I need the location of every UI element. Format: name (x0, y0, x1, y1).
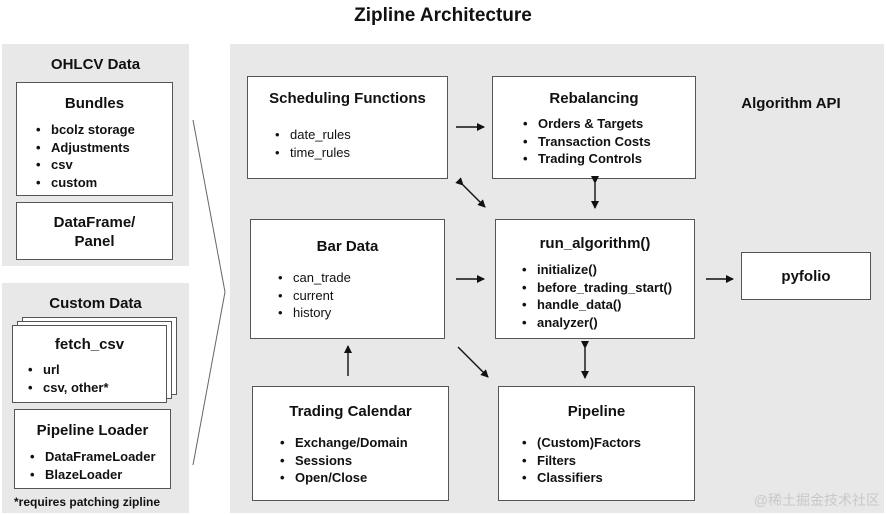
list-item: Classifiers (522, 469, 641, 487)
bar-data-title: Bar Data (316, 238, 379, 255)
list-item: bcolz storage (36, 121, 135, 139)
pipeline-loader-list: DataFrameLoader BlazeLoader (25, 448, 156, 484)
pipeline-title: Pipeline (567, 403, 626, 420)
watermark: @稀土掘金技术社区 (753, 492, 880, 508)
list-item: Sessions (280, 452, 408, 470)
list-item: handle_data() (522, 296, 672, 314)
list-item: Trading Controls (523, 150, 651, 168)
list-item: date_rules (275, 126, 351, 144)
list-item: url (28, 361, 109, 379)
rebalancing-box: Rebalancing Orders & Targets Transaction… (492, 76, 696, 179)
run-algorithm-list: initialize() before_trading_start() hand… (517, 261, 672, 331)
bundles-title: Bundles (64, 95, 125, 112)
list-item: Filters (522, 452, 641, 470)
run-algorithm-box: run_algorithm() initialize() before_trad… (495, 219, 695, 339)
list-item: DataFrameLoader (30, 448, 155, 466)
pipeline-box: Pipeline (Custom)Factors Filters Classif… (498, 386, 695, 501)
pipeline-loader-title: Pipeline Loader (36, 422, 149, 439)
custom-data-heading: Custom Data (49, 295, 142, 312)
pipeline-loader-box: Pipeline Loader DataFrameLoader BlazeLoa… (14, 409, 171, 489)
list-item: custom (36, 174, 135, 192)
bar-data-list: can_trade current history (273, 269, 351, 322)
footnote: *requires patching zipline (14, 495, 161, 509)
list-item: (Custom)Factors (522, 434, 641, 452)
list-item: Exchange/Domain (280, 434, 408, 452)
list-item: history (278, 304, 351, 322)
pyfolio-box: pyfolio (741, 252, 871, 300)
ohlcv-data-panel: OHLCV Data Bundles bcolz storage Adjustm… (2, 44, 189, 266)
rebalancing-title: Rebalancing (549, 90, 639, 107)
pipeline-list: (Custom)Factors Filters Classifiers (517, 434, 641, 487)
arrow-scheduling-run-algorithm (455, 177, 486, 208)
fetch-csv-list: url csv, other* (23, 361, 109, 397)
scheduling-functions-box: Scheduling Functions date_rules time_rul… (247, 76, 448, 179)
diagram-title: Zipline Architecture (354, 5, 532, 26)
list-item: Transaction Costs (523, 133, 651, 151)
fetch-csv-title: fetch_csv (54, 336, 125, 353)
dataframe-panel-line1: DataFrame/ (53, 214, 136, 231)
arrow-bar-data-to-pipeline (457, 346, 489, 378)
list-item: current (278, 287, 351, 305)
trading-calendar-title: Trading Calendar (289, 403, 412, 420)
list-item: csv, other* (28, 379, 108, 397)
list-item: BlazeLoader (30, 466, 156, 484)
trading-calendar-box: Trading Calendar Exchange/Domain Session… (252, 386, 449, 501)
ohlcv-data-heading: OHLCV Data (50, 56, 141, 73)
bar-data-box: Bar Data can_trade current history (250, 219, 445, 339)
dataframe-panel-line2: Panel (74, 233, 115, 250)
dataframe-panel-box: DataFrame/ Panel (16, 202, 173, 260)
bundles-list: bcolz storage Adjustments csv custom (31, 121, 135, 191)
list-item: Orders & Targets (523, 115, 651, 133)
fetch-csv-box: fetch_csv url csv, other* (12, 325, 167, 403)
funnel-line-bottom (192, 291, 226, 466)
trading-calendar-list: Exchange/Domain Sessions Open/Close (275, 434, 408, 487)
list-item: can_trade (278, 269, 351, 287)
scheduling-functions-list: date_rules time_rules (270, 126, 351, 161)
list-item: analyzer() (522, 314, 672, 332)
pyfolio-title: pyfolio (781, 268, 831, 285)
rebalancing-list: Orders & Targets Transaction Costs Tradi… (518, 115, 651, 168)
list-item: csv (36, 156, 135, 174)
custom-data-panel: Custom Data fetch_csv url csv, other* Pi… (2, 283, 189, 513)
algorithm-api-heading: Algorithm API (741, 95, 841, 112)
funnel-line-top (192, 119, 226, 293)
scheduling-functions-title: Scheduling Functions (269, 90, 426, 107)
list-item: Open/Close (280, 469, 408, 487)
run-algorithm-title: run_algorithm() (539, 235, 651, 252)
list-item: initialize() (522, 261, 672, 279)
list-item: time_rules (275, 144, 351, 162)
bundles-box: Bundles bcolz storage Adjustments csv cu… (16, 82, 173, 196)
list-item: Adjustments (36, 139, 135, 157)
list-item: before_trading_start() (522, 279, 672, 297)
